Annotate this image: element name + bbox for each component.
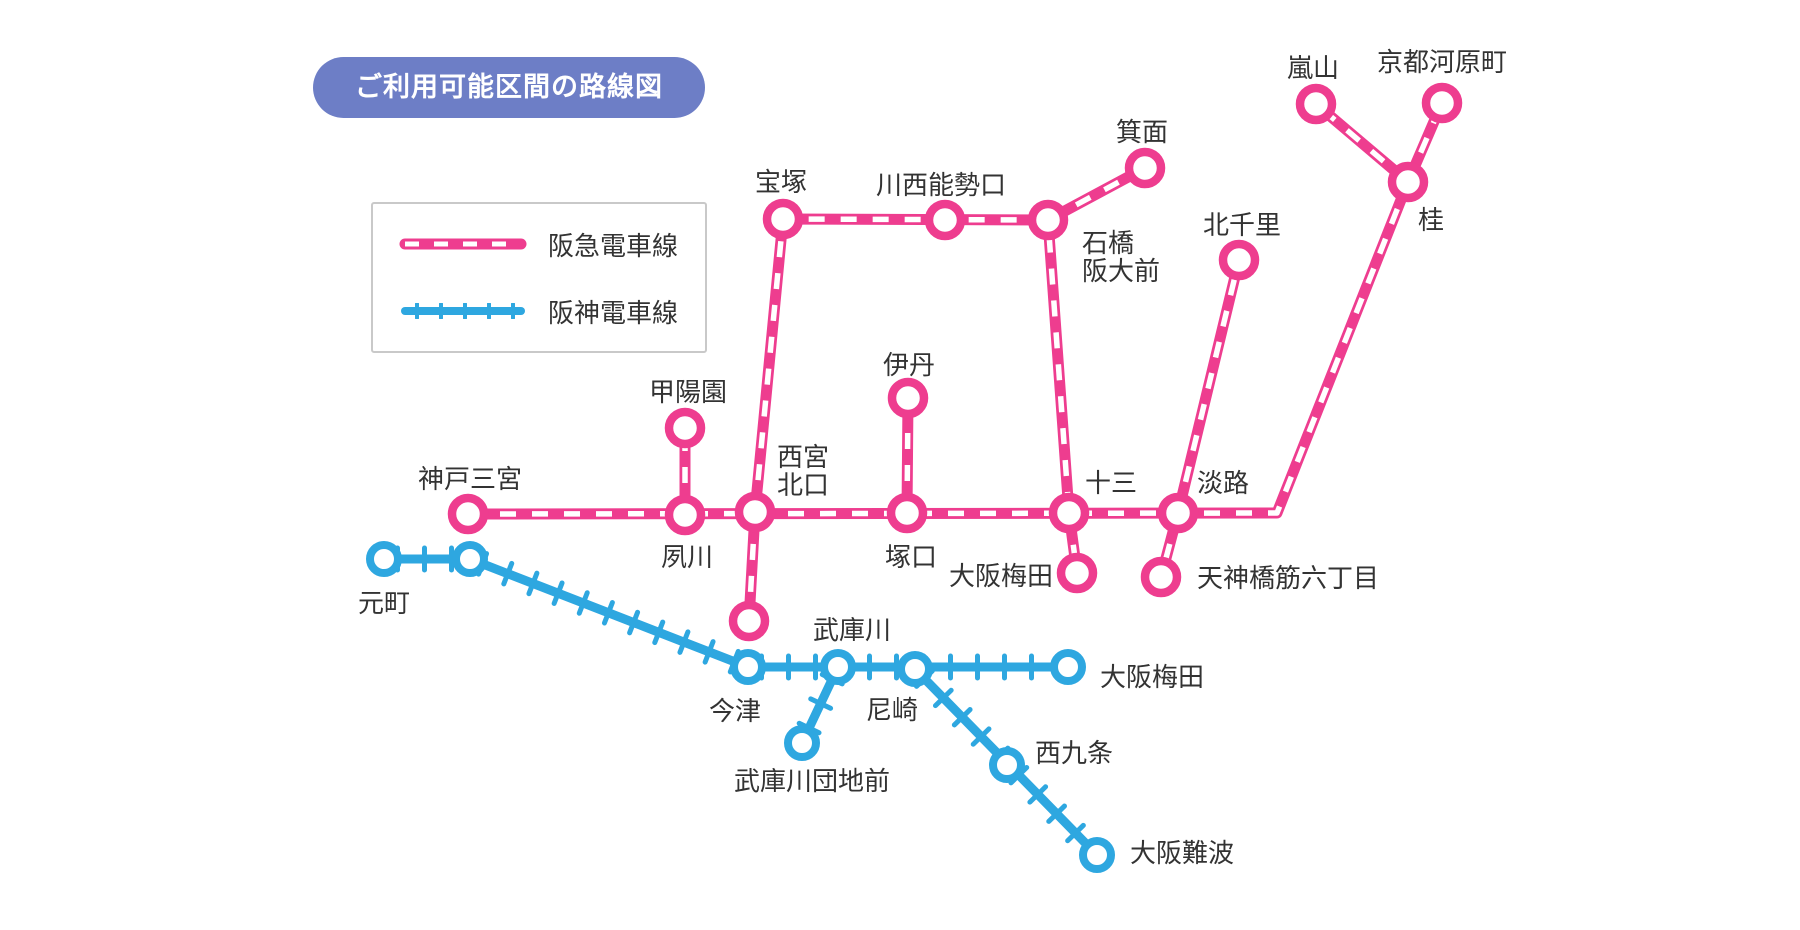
hanshin-swatch-line bbox=[401, 303, 525, 319]
station-label-itami: 伊丹 bbox=[883, 350, 935, 380]
station-label-mukogawa-danchi-mae: 武庫川団地前 bbox=[734, 766, 890, 796]
station-mukogawa bbox=[820, 649, 856, 685]
station-koyoen bbox=[664, 407, 706, 449]
station-arashiyama bbox=[1295, 83, 1337, 125]
station-kita-senri bbox=[1218, 239, 1260, 281]
station-tsukaguchi bbox=[886, 492, 928, 534]
station-nishikujo bbox=[989, 747, 1025, 783]
station-label-osaka-namba: 大阪難波 bbox=[1130, 838, 1234, 868]
station-juso bbox=[1048, 492, 1090, 534]
station-ishibashi-handai-mae bbox=[1027, 199, 1069, 241]
station-label-kawanishi-noseguchi: 川西能勢口 bbox=[876, 170, 1006, 200]
station-label-juso: 十三 bbox=[1085, 468, 1137, 498]
station-kobe-sannomiya-hankyu bbox=[447, 493, 489, 535]
station-label-kyoto-kawaramachi: 京都河原町 bbox=[1377, 47, 1507, 77]
hankyu-line-swatch-icon bbox=[399, 238, 527, 250]
station-label-imazu: 今津 bbox=[709, 696, 761, 726]
station-label-kita-senri: 北千里 bbox=[1203, 210, 1281, 240]
station-label-takarazuka: 宝塚 bbox=[755, 167, 807, 197]
station-label-kobe-sannomiya-hankyu: 神戸三宮 bbox=[418, 464, 522, 494]
legend-label-hanshin: 阪神電車線 bbox=[548, 297, 679, 328]
station-label-tenjimbashisuji-6-chome: 天神橋筋六丁目 bbox=[1197, 563, 1379, 593]
station-awaji bbox=[1157, 492, 1199, 534]
station-label-koyoen: 甲陽園 bbox=[649, 377, 727, 407]
title-badge: ご利用可能区間の路線図 bbox=[313, 57, 705, 118]
station-osaka-umeda-hanshin bbox=[1050, 649, 1086, 685]
station-label-motomachi: 元町 bbox=[358, 588, 410, 618]
station-imazu bbox=[730, 649, 766, 685]
station-label-arashiyama: 嵐山 bbox=[1287, 53, 1339, 83]
line-hankyu-takarazuka-loop bbox=[749, 213, 1075, 519]
station-label-osaka-umeda-hanshin: 大阪梅田 bbox=[1100, 662, 1204, 692]
legend-row-hankyu: 阪急電車線 bbox=[398, 226, 705, 263]
station-label-osaka-umeda-hankyu: 大阪梅田 bbox=[949, 561, 1053, 591]
station-imazu-hankyu-terminal bbox=[728, 600, 770, 642]
station-label-nishikujo: 西九条 bbox=[1035, 738, 1113, 768]
legend-row-hanshin: 阪神電車線 bbox=[398, 293, 705, 330]
station-label-tsukaguchi: 塚口 bbox=[885, 542, 937, 572]
station-shukugawa bbox=[664, 494, 706, 536]
station-nishinomiya-kitaguchi bbox=[734, 491, 776, 533]
station-osaka-umeda-hankyu bbox=[1056, 552, 1098, 594]
station-minoo bbox=[1124, 147, 1166, 189]
station-takarazuka bbox=[762, 198, 804, 240]
station-motomachi bbox=[366, 541, 402, 577]
station-mukogawa-danchi-mae bbox=[784, 725, 820, 761]
station-label-ishibashi-handai-mae: 石橋阪大前 bbox=[1082, 228, 1160, 286]
station-itami bbox=[887, 377, 929, 419]
hanshin-line-swatch-icon bbox=[401, 303, 525, 319]
title-badge-label: ご利用可能区間の路線図 bbox=[355, 72, 663, 102]
line-hankyu-senri-line bbox=[1172, 254, 1245, 519]
legend-label-hankyu: 阪急電車線 bbox=[548, 230, 679, 261]
station-label-mukogawa: 武庫川 bbox=[813, 615, 891, 645]
legend-box: 阪急電車線 阪神電車線 bbox=[371, 202, 707, 353]
station-amagasaki bbox=[897, 651, 933, 687]
station-label-minoo: 箕面 bbox=[1116, 117, 1168, 147]
station-tenjimbashisuji-6-chome bbox=[1140, 556, 1182, 598]
station-label-shukugawa: 夙川 bbox=[661, 542, 713, 572]
station-kawanishi-noseguchi bbox=[924, 199, 966, 241]
station-label-awaji: 淡路 bbox=[1197, 468, 1249, 498]
station-label-amagasaki: 尼崎 bbox=[866, 695, 918, 725]
station-kyoto-kawaramachi bbox=[1421, 82, 1463, 124]
station-kobe-sannomiya-hanshin bbox=[452, 541, 488, 577]
station-label-katsura: 桂 bbox=[1418, 205, 1444, 235]
station-label-nishinomiya-kitaguchi: 西宮北口 bbox=[777, 442, 829, 500]
station-osaka-namba bbox=[1079, 837, 1115, 873]
station-katsura bbox=[1387, 161, 1429, 203]
